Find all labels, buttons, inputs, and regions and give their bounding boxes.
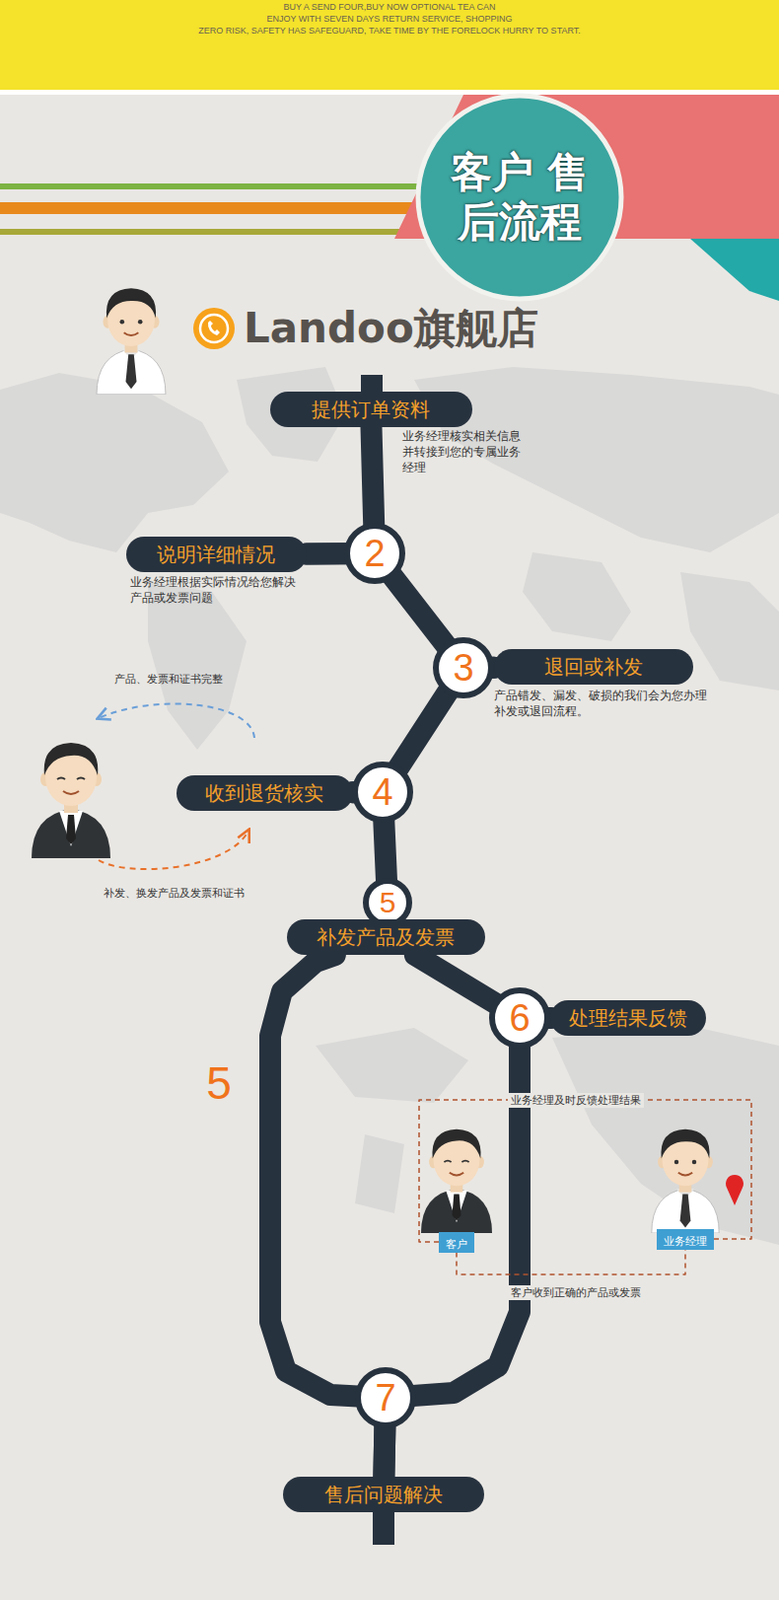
loop-note: 产品、发票和证书完整 — [114, 671, 223, 687]
step-title: 售后问题解决 — [324, 1482, 443, 1506]
manager-figure — [651, 1129, 719, 1233]
route-number: 5 — [206, 1058, 232, 1108]
phone-glyph — [208, 320, 220, 336]
corner-band — [690, 238, 779, 301]
loop-note: 补发、换发产品及发票和证书 — [103, 885, 245, 901]
ground — [0, 94, 779, 1600]
step-number: 4 — [371, 772, 393, 812]
step-title: 补发产品及发票 — [316, 924, 455, 949]
flow-step: 收到退货核实 — [176, 775, 354, 811]
map-land — [354, 1133, 405, 1213]
map-land — [522, 552, 632, 641]
step-title: 客户 — [445, 1237, 468, 1251]
map-land — [552, 1025, 779, 1245]
stripe — [0, 202, 425, 214]
link-label: 客户收到正确的产品或发票 — [507, 1284, 644, 1300]
role-tag: 业务经理 — [656, 1228, 714, 1250]
title-circle — [418, 95, 622, 299]
top-banner — [0, 0, 779, 90]
step-number: 5 — [379, 886, 397, 919]
divider — [0, 89, 779, 95]
flow-step: 提供订单资料业务经理核实相关信息 并转接到您的专属业务经理 — [270, 391, 473, 427]
step-circle — [354, 764, 411, 820]
location-pin — [725, 1174, 744, 1205]
slogan-line: BUY A SEND FOUR,BUY NOW OPTIONAL TEA CAN — [283, 1, 496, 12]
map-land — [680, 571, 779, 691]
step-title: 处理结果反馈 — [568, 1005, 688, 1030]
flow-step: 售后问题解决 — [283, 1476, 485, 1512]
step-number: 2 — [363, 533, 385, 573]
flow-step: 处理结果反馈 — [550, 999, 707, 1036]
service-person — [31, 742, 111, 858]
page-title: 客户 售后流程 — [430, 147, 610, 246]
step-title: 收到退货核实 — [205, 780, 324, 805]
step-circle — [435, 639, 492, 696]
slogan-line: ENJOY WITH SEVEN DAYS RETURN SERVICE, SH… — [266, 13, 512, 24]
step-note: 产品错发、漏发、破损的我们会为您办理 补发或退回流程。 — [494, 687, 714, 719]
phone-icon-ring — [200, 314, 228, 343]
slogan-line: ZERO RISK, SAFETY HAS SAFEGUARD, TAKE TI… — [198, 25, 581, 36]
step-title: 业务经理 — [663, 1234, 708, 1248]
stripe — [0, 228, 434, 235]
world-map — [0, 366, 779, 1245]
step-circle — [365, 880, 410, 924]
step-number: 6 — [508, 997, 530, 1038]
link-label: 业务经理及时反馈处理结果 — [507, 1092, 644, 1108]
step-number: 7 — [374, 1377, 396, 1417]
resend-arrow — [98, 830, 249, 869]
step-circle — [347, 525, 403, 581]
map-land — [414, 366, 779, 553]
map-land — [0, 372, 229, 553]
flow-step: 补发产品及发票 — [286, 919, 486, 955]
step-note: 业务经理根据实际情况给您解决 产品或发票问题 — [130, 573, 303, 606]
dashed-link — [456, 1249, 686, 1275]
step-title: 退回或补发 — [544, 654, 643, 679]
step-circle — [357, 1369, 414, 1425]
step-title: 提供订单资料 — [311, 397, 430, 422]
phone-icon — [193, 307, 235, 350]
map-land — [315, 1027, 469, 1103]
map-land — [147, 581, 247, 750]
dashed-link — [419, 1099, 752, 1242]
customer-figure — [421, 1129, 493, 1233]
stripe — [0, 183, 425, 190]
step-note: 业务经理核实相关信息 并转接到您的专属业务经理 — [402, 427, 528, 476]
role-tag: 客户 — [438, 1231, 475, 1253]
step-title: 说明详细情况 — [156, 542, 276, 567]
logo-person — [96, 287, 166, 395]
flow-step: 退回或补发产品错发、漏发、破损的我们会为您办理 补发或退回流程。 — [494, 648, 694, 685]
flow-step: 说明详细情况业务经理根据实际情况给您解决 产品或发票问题 — [126, 536, 307, 572]
return-arrow — [98, 703, 255, 738]
step-circle — [492, 990, 548, 1046]
shop-logo: Landoo旗舰店 — [243, 304, 539, 353]
step-number: 3 — [452, 647, 474, 688]
